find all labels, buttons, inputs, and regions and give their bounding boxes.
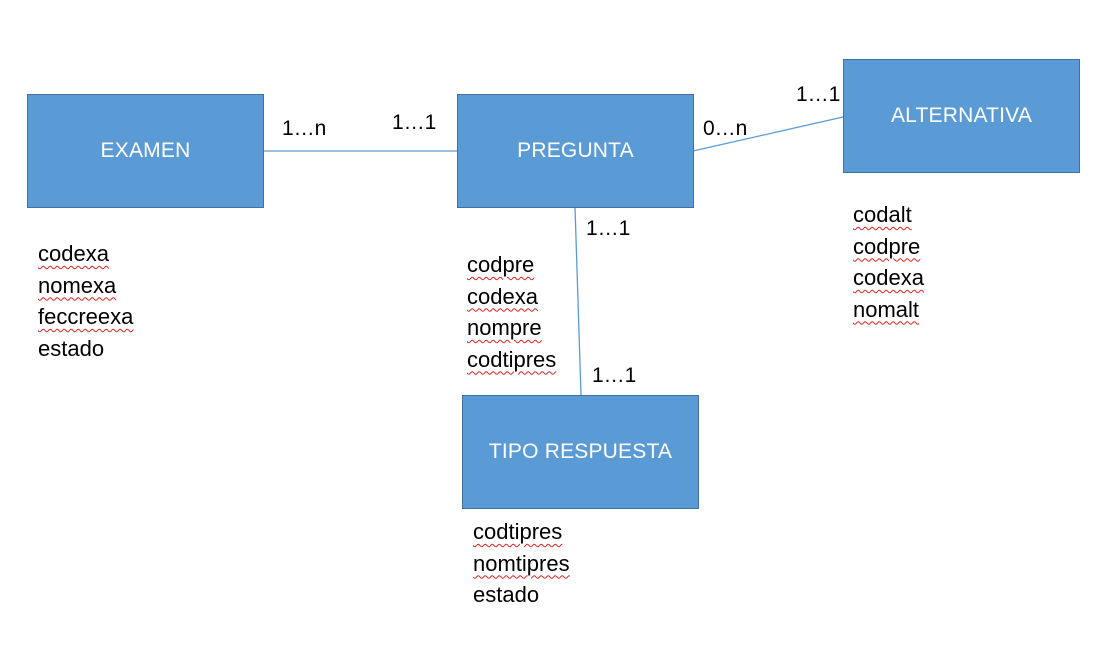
attribute-item: nomalt (853, 296, 920, 322)
attribute-item: codalt (853, 202, 912, 227)
attribute-item: codtipres (473, 519, 563, 544)
entity-tipo-respuesta: TIPO RESPUESTA (462, 395, 699, 509)
attribute-item: nomexa (38, 272, 117, 298)
connector-pregunta-alternativa (692, 116, 844, 152)
attribute-item: feccreexa (38, 304, 134, 329)
cardinality-examen-side: 1…n (282, 117, 327, 140)
cardinality-tipo-respuesta-side: 1…1 (592, 364, 637, 387)
attribute-item: codpre (467, 252, 535, 277)
attribute-list-tipo-respuesta: codtipres nomtipres estado (473, 516, 570, 611)
attribute-item: codexa (38, 241, 109, 266)
cardinality-pregunta-side-tipo: 1…1 (586, 217, 631, 240)
connector-pregunta-tipo-respuesta (574, 206, 582, 396)
attribute-list-examen: codexa nomexa feccreexa estado (38, 238, 133, 364)
cardinality-pregunta-side-examen: 1…1 (392, 111, 437, 134)
attribute-list-alternativa: codalt codpre codexa nomalt (853, 199, 924, 325)
attribute-item: codexa (853, 265, 924, 290)
attribute-item: nomtipres (473, 550, 570, 576)
entity-examen: EXAMEN (27, 94, 264, 208)
entity-examen-label: EXAMEN (100, 139, 191, 162)
entity-alternativa: ALTERNATIVA (843, 59, 1080, 173)
attribute-item: estado (38, 335, 105, 361)
entity-pregunta-label: PREGUNTA (517, 139, 634, 162)
cardinality-pregunta-side-alternativa: 0…n (703, 117, 748, 140)
entity-tipo-respuesta-label: TIPO RESPUESTA (488, 440, 673, 463)
attribute-item: codpre (853, 233, 921, 259)
attribute-list-pregunta: codpre codexa nompre codtipres (467, 249, 556, 375)
entity-pregunta: PREGUNTA (457, 94, 694, 208)
attribute-item: estado (473, 582, 540, 607)
cardinality-alternativa-side: 1…1 (796, 83, 841, 106)
attribute-item: nompre (467, 315, 542, 340)
entity-alternativa-label: ALTERNATIVA (890, 104, 1033, 127)
attribute-item: codexa (467, 283, 538, 309)
attribute-item: codtipres (467, 346, 557, 372)
